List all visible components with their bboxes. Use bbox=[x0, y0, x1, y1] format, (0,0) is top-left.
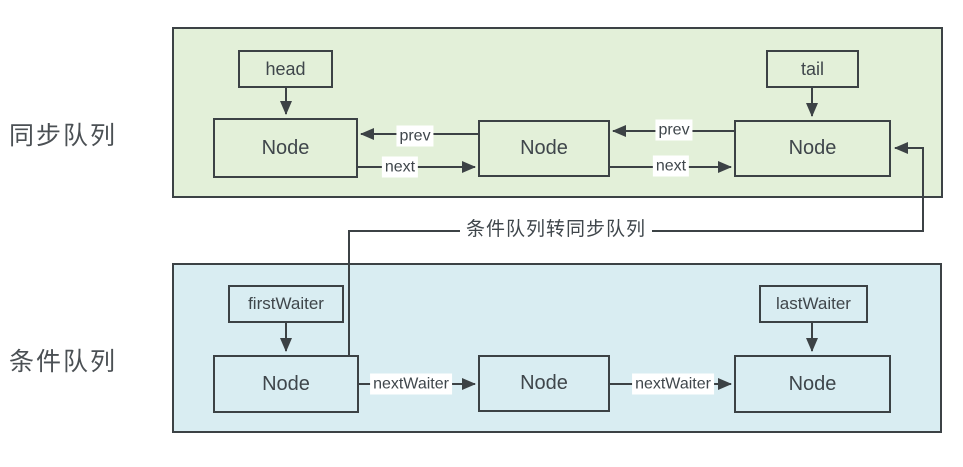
condition-node-3: Node bbox=[734, 355, 891, 413]
next-arrow-label-2: next bbox=[652, 155, 690, 177]
prev-arrow-label-1: prev bbox=[396, 125, 434, 147]
next-waiter-arrow-label-1: nextWaiter bbox=[370, 373, 452, 395]
condition-queue-title: 条件队列 bbox=[8, 348, 118, 376]
sync-node-2: Node bbox=[478, 120, 610, 177]
transfer-arrow-label: 条件队列转同步队列 bbox=[459, 218, 653, 242]
last-waiter-pointer-box: lastWaiter bbox=[759, 285, 868, 323]
prev-arrow-label-2: prev bbox=[655, 119, 693, 141]
first-waiter-pointer-box: firstWaiter bbox=[228, 285, 344, 323]
next-waiter-arrow-label-2: nextWaiter bbox=[632, 373, 714, 395]
head-pointer-box: head bbox=[238, 50, 333, 88]
next-arrow-label-1: next bbox=[381, 156, 419, 178]
sync-node-1: Node bbox=[213, 118, 358, 178]
tail-pointer-box: tail bbox=[766, 50, 859, 88]
condition-node-2: Node bbox=[478, 355, 610, 412]
sync-node-3: Node bbox=[734, 120, 891, 177]
sync-queue-title: 同步队列 bbox=[8, 122, 118, 150]
condition-node-1: Node bbox=[213, 355, 359, 413]
